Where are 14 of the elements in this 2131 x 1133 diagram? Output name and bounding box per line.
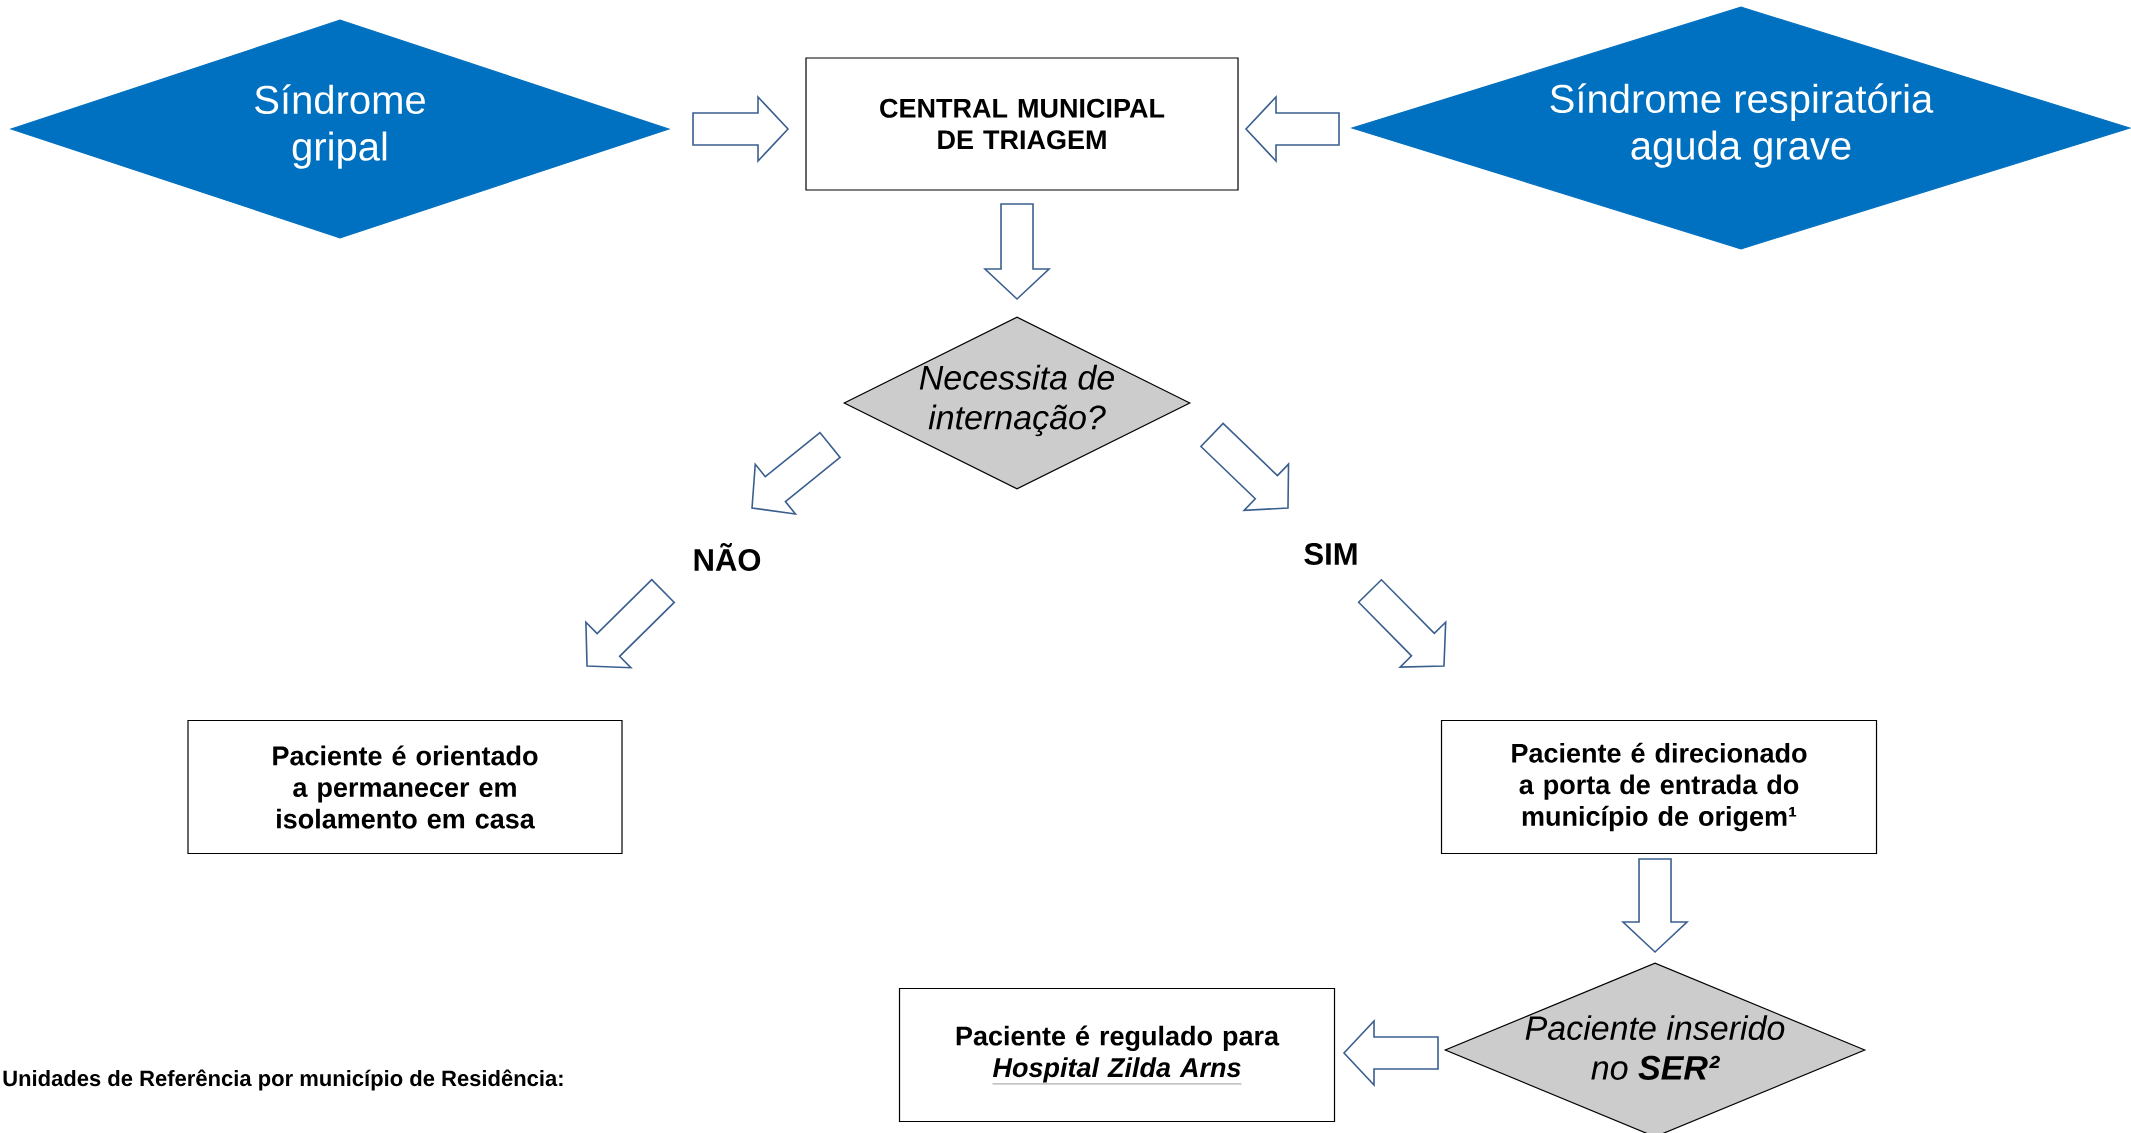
branch-label: NÃO <box>694 543 761 571</box>
block-arrow <box>1357 578 1447 668</box>
block-arrow <box>1342 1019 1439 1088</box>
note-text: Unidades de Referência por município de Residência: <box>3 1069 563 1091</box>
block-arrow <box>585 578 676 669</box>
branch-label: SIM <box>1304 543 1357 565</box>
process-box: Paciente é regulado para Hospital Zilda Arns <box>898 987 1336 1123</box>
block-arrow <box>1244 94 1340 164</box>
block-arrow <box>1621 858 1690 954</box>
process-box: Paciente é direcionado a porta de entrada do município de origem¹ <box>1440 719 1878 855</box>
block-arrow <box>983 203 1052 301</box>
process-box: Paciente é orientado a permanecer em isolamento em casa <box>187 719 623 855</box>
process-box: CENTRAL MUNICIPAL DE TRIAGEM <box>805 57 1239 191</box>
block-arrow <box>692 94 790 164</box>
